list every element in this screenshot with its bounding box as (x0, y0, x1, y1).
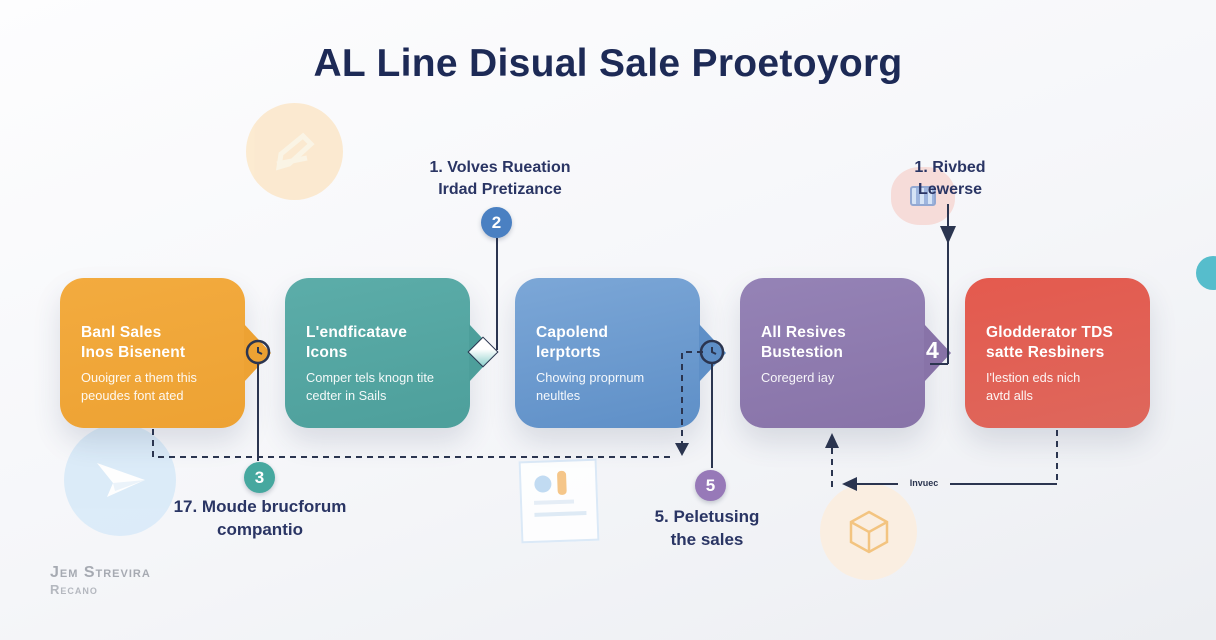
pointing-hand-icon (810, 251, 858, 287)
annotation-line: 1. Rivbed (914, 159, 986, 176)
step-body-line: Comper tels knogn tite (306, 370, 435, 385)
step-number-badge-2: 2 (481, 207, 512, 238)
step-description: Comper tels knogn tite cedter in Sails (306, 369, 434, 405)
step-description: Ouoigrer a them this peoudes font ated (81, 369, 197, 405)
page-title: AL Line Disual Sale Proetoyorg (313, 42, 903, 85)
step-body-line: Ouoigrer a them this (81, 370, 197, 385)
documents-icon (134, 246, 173, 288)
step-description: Coregerd iay (761, 369, 834, 387)
process-step-5-card: Glodderator TDS satte Resbiners I'lestio… (965, 232, 1150, 428)
connector-label: Invuec (898, 478, 950, 488)
credit-text: Jem Strevira Recano (50, 564, 151, 597)
annotation-line: 5. Peletusing (654, 507, 760, 526)
annotation-line: Irdad Pretizance (438, 180, 562, 198)
reception-desk-icon (587, 245, 630, 286)
step-icon-bump (786, 232, 879, 324)
annotation-line: 17. Moude brucforum (173, 497, 347, 516)
step-title-line: Bustestion (761, 344, 844, 362)
step-title-line: L'endficatave (306, 324, 408, 341)
step-number-badge-3: 3 (244, 462, 275, 493)
step-title: Banl Sales Inos Bisenent (81, 323, 185, 363)
step-body-line: peoudes font ated (81, 387, 184, 403)
step-body-line: Chowing proprnum (536, 370, 645, 385)
process-step-1-card: Banl Sales Inos Bisenent Ouoigrer a them… (60, 232, 271, 428)
annotation-line: the sales (670, 529, 744, 549)
step-body-line: I'lestion eds nich (986, 370, 1081, 385)
credit-line: Jem Strevira (50, 564, 151, 581)
cube-watermark-icon (820, 483, 917, 580)
step-title-line: Capolend (536, 324, 609, 341)
step-body-line: cedter in Sails (306, 387, 387, 403)
annotation-bottom-center: 5. Peletusing the sales (607, 506, 807, 552)
annotation-line: Lewerse (917, 180, 983, 198)
annotation-line: 1. Volves Rueation (429, 159, 571, 176)
step-title-line: Icons (306, 344, 348, 362)
process-step-4-card: All Resives Bustestion Coregerd iay (740, 232, 951, 428)
document-watermark-icon (518, 458, 600, 544)
logo-watermark-icon (891, 167, 955, 225)
step-title: Glodderator TDS satte Resbiners (986, 323, 1113, 363)
browser-window-icon (1036, 244, 1079, 292)
step-title-line: satte Resbiners (986, 344, 1105, 362)
annotation-top-right: 1. Rivbed Lewerse (860, 157, 1040, 200)
step-title: Capolend lerptorts (536, 323, 608, 363)
step-icon-bump (1011, 232, 1104, 324)
teal-dot-watermark (1196, 256, 1216, 290)
step-description: I'lestion eds nich avtd alls (986, 369, 1080, 405)
step-description: Chowing proprnum neultles (536, 369, 644, 405)
annotation-top-center: 1. Volves Rueation Irdad Pretizance (390, 157, 610, 200)
step-title-line: lerptorts (536, 344, 601, 362)
step-icon-bump (331, 232, 424, 324)
step-body-line: neultles (536, 387, 581, 403)
clock-tip-icon (245, 339, 271, 365)
laptop-icon (353, 246, 402, 282)
clock-tip-icon (699, 339, 725, 365)
step-number-4: 4 (926, 337, 939, 363)
process-step-2-card: L'endficatave Icons Comper tels knogn ti… (285, 232, 496, 428)
pencil-watermark-icon (246, 103, 343, 200)
step-title-line: Inos Bisenent (81, 344, 186, 362)
step-arrow-tip (924, 324, 951, 382)
step-title-line: All Resives (761, 324, 846, 341)
step-body-line: Coregerd iay (761, 370, 835, 385)
annotation-line: compantio (217, 519, 303, 539)
step-body-line: avtd alls (986, 387, 1033, 403)
step-title-line: Banl Sales (81, 324, 162, 341)
step-icon-bump (106, 232, 199, 324)
step-title: L'endficatave Icons (306, 323, 407, 363)
annotation-bottom-left: 17. Moude brucforum compantio (140, 496, 380, 542)
step-title-line: Glodderator TDS (986, 324, 1114, 341)
step-title: All Resives Bustestion (761, 323, 846, 363)
step-icon-bump (561, 232, 654, 324)
step-number-badge-5: 5 (695, 470, 726, 501)
credit-line: Recano (50, 582, 98, 597)
process-step-3-card: Capolend lerptorts Chowing proprnum neul… (515, 232, 726, 428)
